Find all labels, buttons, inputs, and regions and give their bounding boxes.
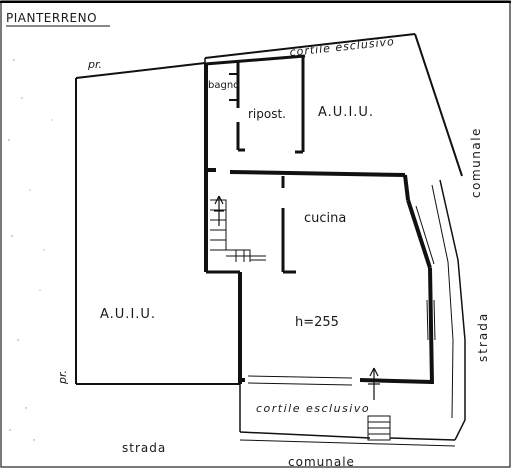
courtyard-bottom	[239, 384, 456, 447]
entrance-arrow-icon	[368, 367, 380, 400]
label-strada-bottom: strada	[122, 441, 166, 455]
road-curb-right	[431, 179, 466, 441]
label-auiu-left: A.U.I.U.	[100, 307, 156, 322]
label-cortile-bottom: cortile esclusivo	[256, 402, 370, 415]
label-cortile-top: cortile esclusivo	[289, 35, 395, 59]
label-bagno: bagno	[208, 80, 239, 91]
label-comunale-bottom: comunale	[288, 455, 355, 468]
plan-title: PIANTERRENO	[6, 11, 97, 25]
windows	[247, 205, 436, 386]
property-boundary	[75, 33, 463, 385]
building-walls	[204, 54, 434, 385]
label-ripost: ripost.	[248, 107, 286, 121]
label-comunale-right: comunale	[469, 127, 483, 198]
label-auiu-right: A.U.I.U.	[318, 105, 374, 120]
stair-arrow-icon	[214, 195, 224, 226]
label-pr-top: pr.	[87, 58, 102, 71]
label-cucina: cucina	[304, 211, 346, 226]
label-pr-left: pr.	[56, 370, 69, 385]
label-strada-right: strada	[476, 312, 490, 362]
scan-specks	[8, 59, 53, 441]
courtyard-steps	[367, 415, 391, 441]
label-height: h=255	[295, 315, 339, 330]
